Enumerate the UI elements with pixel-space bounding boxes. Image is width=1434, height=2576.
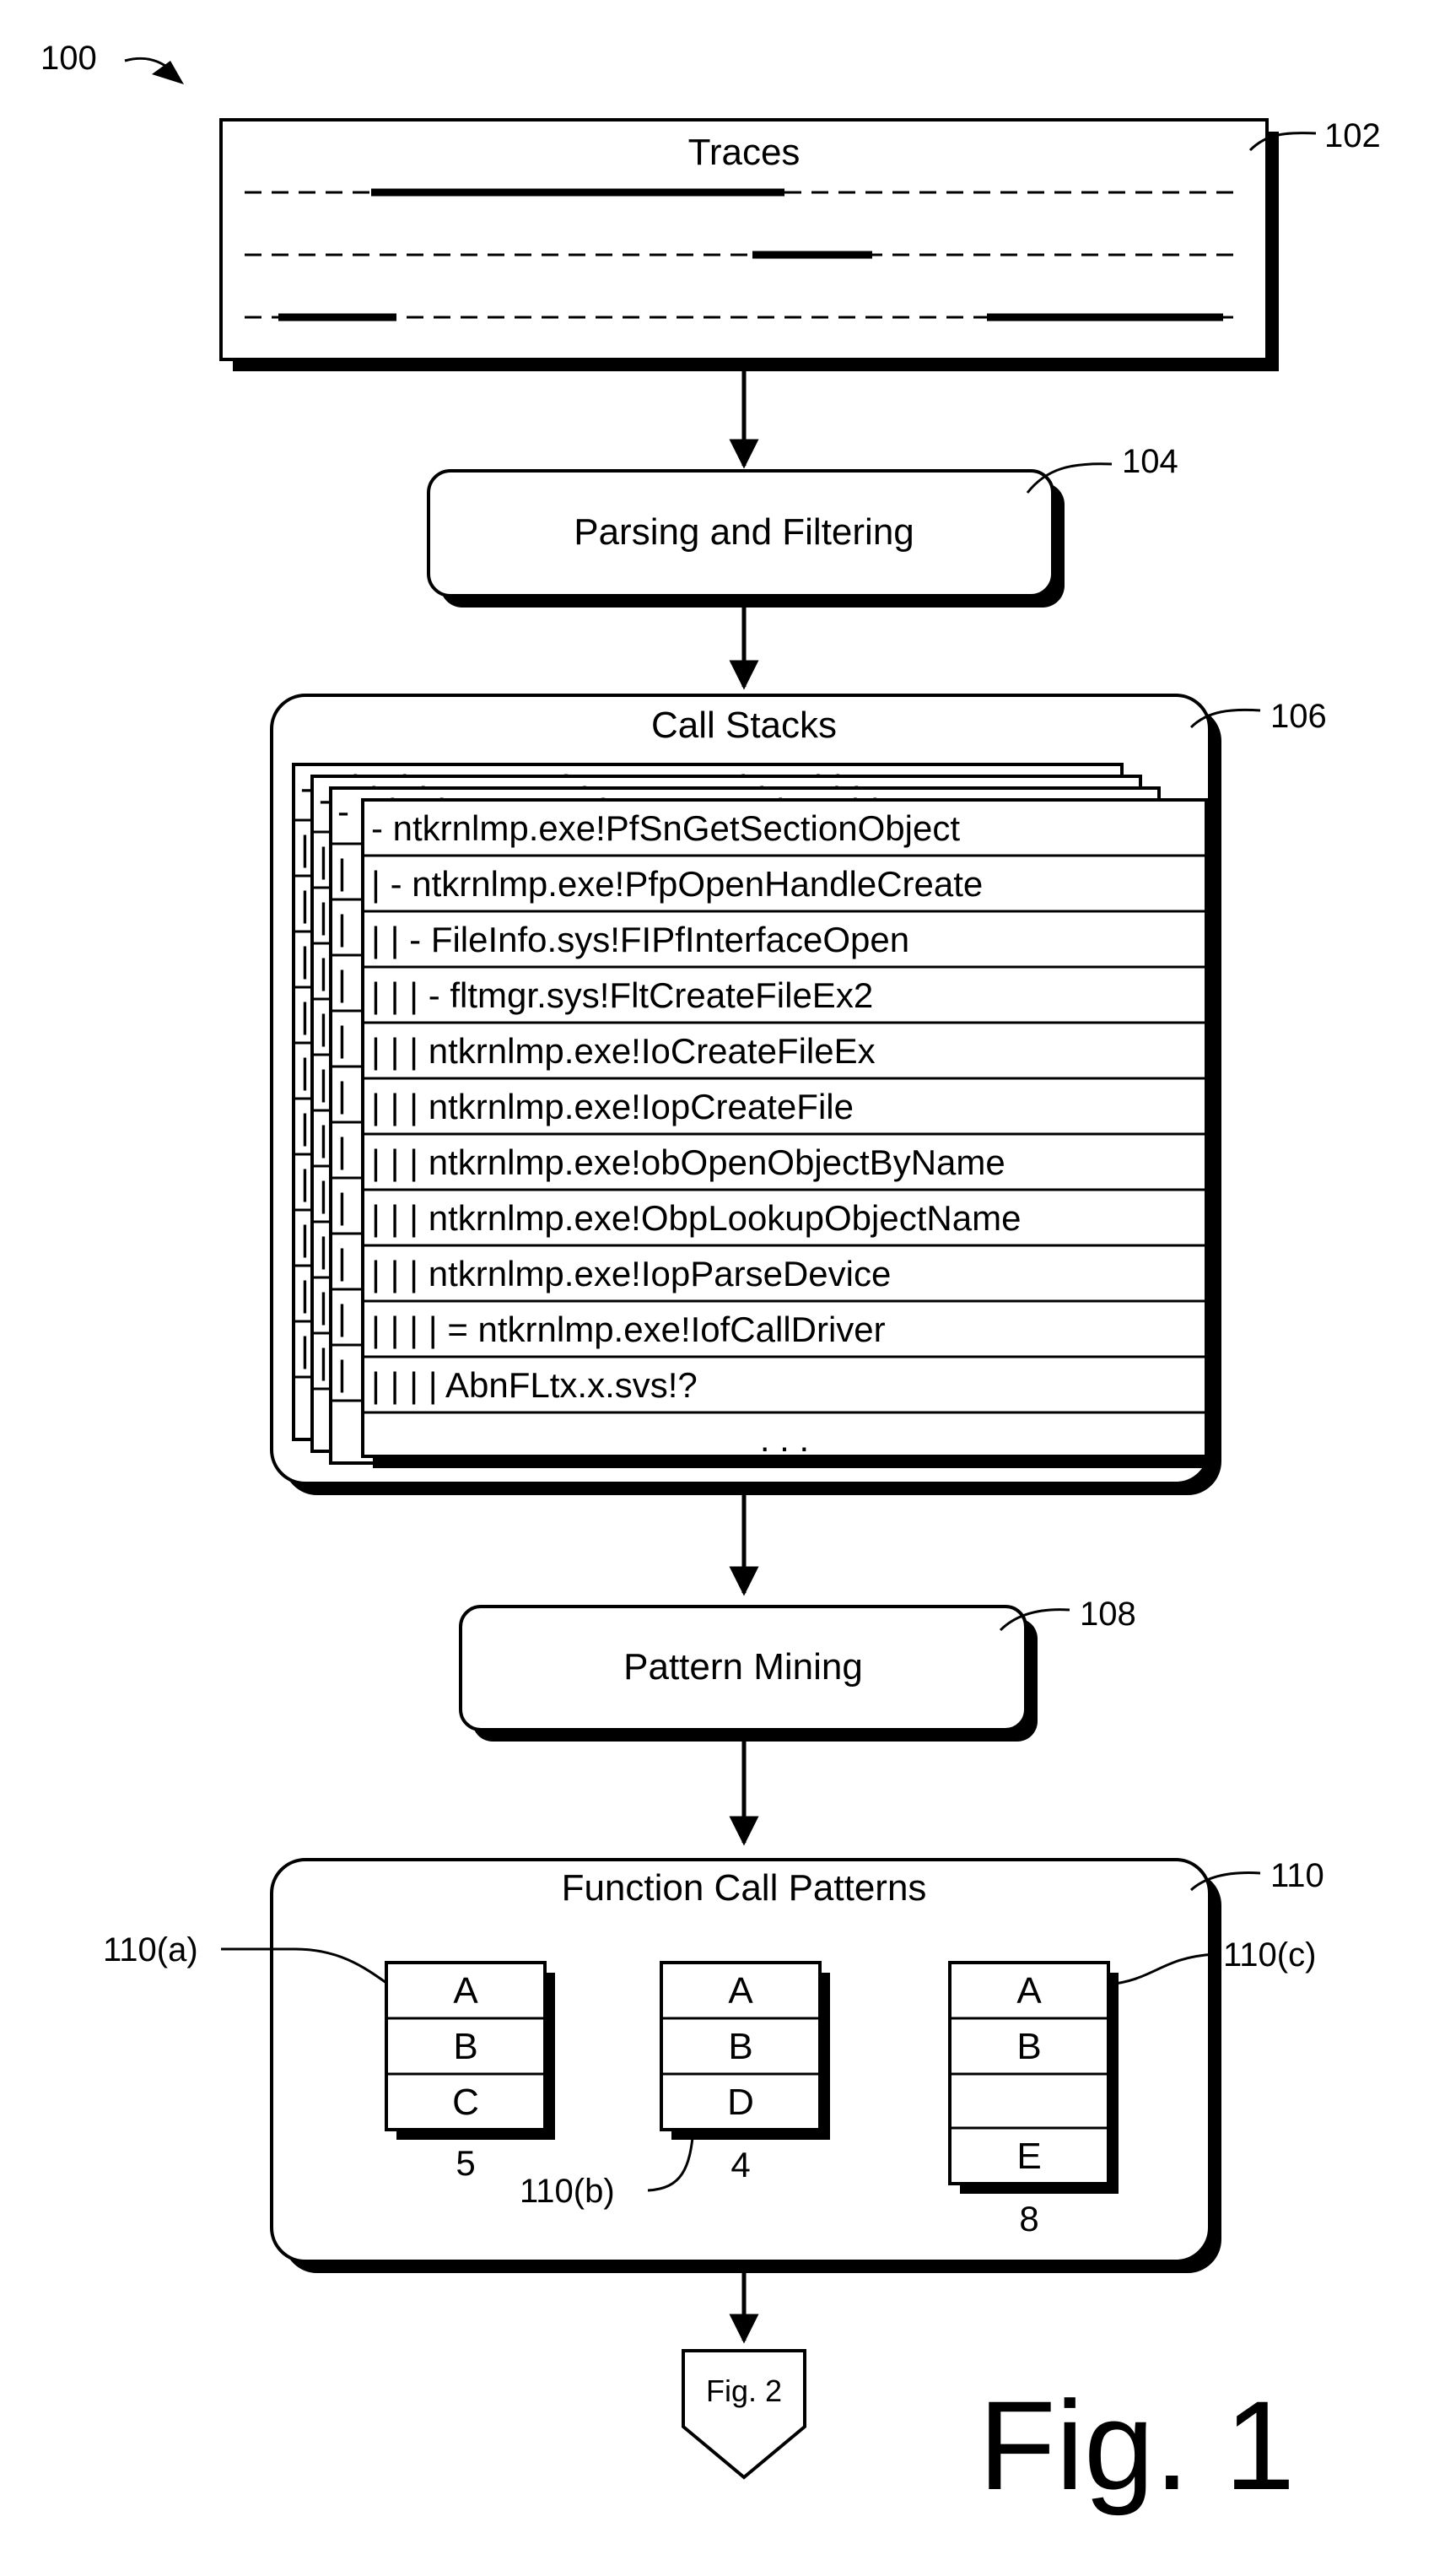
parsing-box: Parsing and Filtering (429, 471, 1065, 608)
call-stack-line: | | | ntkrnlmp.exe!obOpenObjectByName (371, 1142, 1005, 1182)
ref-104-label: 104 (1122, 443, 1178, 480)
pattern-b-cell-1: A (728, 1970, 753, 2012)
ref-110b-label: 110(b) (520, 2173, 615, 2210)
offpage-connector-fig2: Fig. 2 (683, 2351, 805, 2477)
call-stack-line: | | | - fltmgr.sys!FltCreateFileEx2 (371, 975, 873, 1015)
pattern-a-cell-2: B (453, 2026, 477, 2067)
back-card-bar-glyph: | (300, 1107, 310, 1147)
ref-108-label: 108 (1080, 1596, 1136, 1633)
figure-label: Fig. 1 (978, 2374, 1295, 2516)
back-card-bar-glyph: | (337, 1242, 347, 1282)
back-card-bar-glyph: | (319, 952, 328, 991)
back-card-bar-glyph: | (319, 1119, 328, 1158)
figure-ref-100: 100 (40, 40, 184, 84)
back-card-bar-glyph: | (337, 964, 347, 1003)
back-card-bar-glyph: | (300, 1051, 310, 1091)
ref-100-label: 100 (40, 40, 97, 77)
back-card-bar-glyph: | (337, 1353, 347, 1393)
back-card-bar-glyph: | (337, 1131, 347, 1170)
ref-110-label: 110 (1270, 1857, 1324, 1894)
back-card-bar-glyph: | (300, 1274, 310, 1314)
pattern-a-count: 5 (456, 2143, 475, 2183)
call-stack-line: | | | ntkrnlmp.exe!IopParseDevice (371, 1254, 891, 1293)
call-stack-line: | - ntkrnlmp.exe!PfpOpenHandleCreate (371, 864, 983, 904)
ref-102-label: 102 (1324, 117, 1381, 154)
ref-110a-label: 110(a) (103, 1931, 198, 1968)
back-card-bar-glyph: | (319, 896, 328, 936)
pattern-c-cell-4: E (1016, 2136, 1041, 2177)
pattern-mining-box: Pattern Mining (461, 1607, 1038, 1742)
call-stack-line: | | | | = ntkrnlmp.exe!IofCallDriver (371, 1310, 886, 1349)
back-card-bar-glyph: | (337, 1186, 347, 1226)
call-stack-line: | | | ntkrnlmp.exe!IopCreateFile (371, 1087, 854, 1126)
back-card-bar-glyph: | (319, 1007, 328, 1047)
back-card-bar-glyph: | (337, 852, 347, 892)
back-card-bar-glyph: | (300, 829, 310, 868)
offpage-label: Fig. 2 (706, 2373, 782, 2408)
parsing-label: Parsing and Filtering (574, 511, 914, 553)
back-card-bar-glyph: | (300, 1330, 310, 1369)
back-card-bar-glyph: | (319, 1342, 328, 1381)
traces-title: Traces (688, 132, 801, 173)
patterns-title: Function Call Patterns (562, 1867, 927, 1909)
back-card-bar-glyph: | (300, 996, 310, 1035)
call-stacks-title: Call Stacks (651, 705, 837, 746)
back-card-bar-glyph: | (300, 1218, 310, 1258)
ref-110c-label: 110(c) (1223, 1936, 1316, 1974)
back-card-bar-glyph: | (337, 908, 347, 948)
call-stack-card-front: - ntkrnlmp.exe!PfSnGetSectionObject | - n… (363, 800, 1216, 1468)
pattern-mining-label: Pattern Mining (623, 1646, 863, 1688)
back-card-bar-glyph: | (319, 1063, 328, 1103)
pattern-a-cell-3: C (452, 2082, 479, 2123)
call-stack-line: | | | ntkrnlmp.exe!ObpLookupObjectName (371, 1198, 1021, 1238)
call-stack-ellipsis: . . . (760, 1419, 809, 1459)
call-stack-line: | | | ntkrnlmp.exe!IoCreateFileEx (371, 1031, 876, 1071)
pattern-b-cell-3: D (727, 2082, 754, 2123)
pattern-b-cell-2: B (728, 2026, 752, 2067)
pattern-c-cell-2: B (1016, 2026, 1041, 2067)
pattern-b-count: 4 (730, 2145, 750, 2184)
back-card-bar-glyph: | (300, 940, 310, 980)
traces-box: Traces (221, 120, 1279, 371)
back-card-bar-glyph: | (319, 840, 328, 880)
back-card-bar-glyph: | (319, 1230, 328, 1270)
call-stack-line: - ntkrnlmp.exe!PfSnGetSectionObject (371, 808, 960, 848)
call-stack-line: | | - FileInfo.sys!FIPfInterfaceOpen (371, 920, 909, 959)
pattern-c-cell-1: A (1016, 1970, 1042, 2012)
back-card-bar-glyph: | (319, 1175, 328, 1214)
pattern-a-cell-1: A (453, 1970, 478, 2012)
back-card-bar-glyph: | (337, 1298, 347, 1337)
back-card-bar-glyph: | (300, 884, 310, 924)
back-card-bar-glyph: | (337, 1075, 347, 1115)
ref-106-label: 106 (1270, 698, 1327, 735)
back-card-bar-glyph: | (337, 1019, 347, 1059)
pattern-c-count: 8 (1019, 2199, 1038, 2238)
call-stack-line: | | | | AbnFLtx.x.svs!? (371, 1365, 698, 1405)
back-card-bar-glyph: | (300, 1163, 310, 1202)
back-card-bar-glyph: | (319, 1286, 328, 1326)
